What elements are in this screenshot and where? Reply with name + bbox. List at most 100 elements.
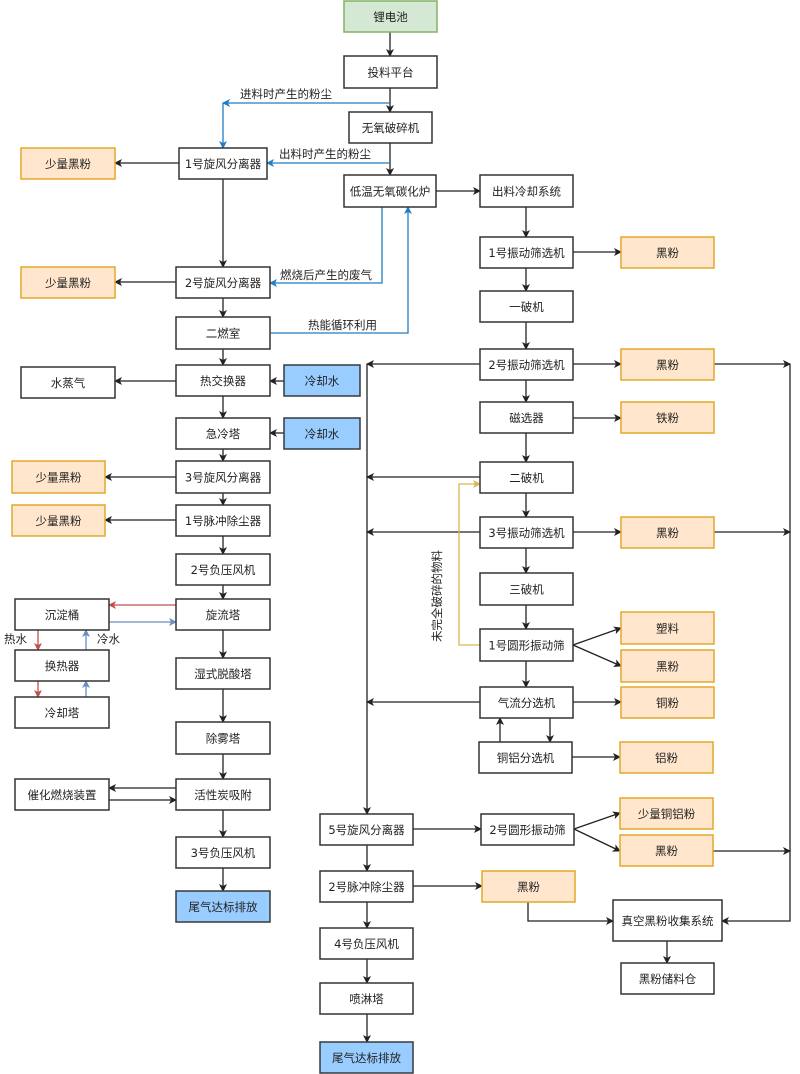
node-label: 冷却水 [305,374,340,388]
node-anaerobic-crusher: 无氧破碎机 [348,111,433,144]
node-box [620,686,715,719]
node-label: 急冷塔 [206,427,241,441]
node-label: 少量黑粉 [36,514,82,528]
node-box [175,890,271,923]
node-box [175,460,271,494]
node-label: 2号负压风机 [191,563,256,577]
node-box [175,721,271,755]
node-label: 3号振动筛选机 [488,526,565,540]
node-label: 2号圆形振动筛 [489,823,565,837]
node-iron-powder: 铁粉 [620,401,715,434]
connector-arrow [572,644,622,667]
node-label: 投料平台 [368,66,414,80]
node-catalytic-combustion: 催化燃烧装置 [14,778,110,811]
node-box [479,290,574,323]
node-box [612,899,723,942]
node-label: 黑粉储料仓 [639,972,697,986]
node-box [175,553,271,586]
node-box [620,962,715,995]
node-label: 塑料 [656,622,679,636]
node-cooling-water-2: 冷却水 [283,417,361,450]
node-box [20,147,116,180]
node-box [20,266,116,299]
node-label: 低温无氧碳化炉 [350,185,431,199]
node-label: 3号负压风机 [191,846,256,860]
node-box [479,174,574,208]
edge-label-combustion-gas: 燃烧后产生的废气 [280,268,372,282]
node-black-4: 黑粉 [620,649,715,683]
node-label: 活性炭吸附 [194,788,252,802]
node-discharge-cooling: 出料冷却系统 [479,174,574,208]
node-box [479,401,574,434]
node-label: 除雾塔 [206,732,241,746]
edge-label-uncrushed: 未完全破碎的物料 [430,550,444,642]
node-label: 5号旋风分离器 [328,823,405,837]
node-vib-screen-3: 3号振动筛选机 [479,516,574,549]
node-label: 二燃室 [206,327,241,341]
node-box [175,266,271,299]
node-label: 尾气达标排放 [189,900,258,914]
node-box [14,778,110,811]
node-box [175,778,271,811]
connector-arrow [269,207,383,287]
node-demister: 除雾塔 [175,721,271,755]
node-box [478,741,573,774]
node-label: 磁选器 [509,411,544,425]
node-box [619,741,714,774]
node-label: 水蒸气 [51,376,86,390]
node-heat-exchanger: 热交换器 [175,364,271,397]
node-box [178,147,268,180]
node-steam: 水蒸气 [20,366,116,399]
node-pulse-dust-1: 1号脉冲除尘器 [175,504,271,537]
node-feed-platform: 投料平台 [343,55,438,89]
node-cu-al-small: 少量铜铝粉 [619,797,714,830]
node-heat-exchanger-small: 换热器 [14,649,110,682]
node-black-5: 黑粉 [619,834,714,867]
node-box [481,870,576,903]
node-label: 黑粉 [656,358,679,372]
node-wet-deacid: 湿式脱酸塔 [175,657,271,690]
node-quench-tower: 急冷塔 [175,417,271,450]
node-box [319,927,414,960]
node-box [343,0,438,33]
node-settling-tank: 沉淀桶 [14,598,110,631]
connector-arrow [572,626,622,646]
node-black-silo: 黑粉储料仓 [620,962,715,995]
node-black-small-1: 少量黑粉 [20,147,116,180]
edge-label-heat-recycle: 热能循环利用 [308,318,377,332]
node-label: 黑粉 [656,246,679,260]
node-label: 4号负压风机 [334,937,399,951]
node-box [479,236,574,269]
node-box [175,657,271,690]
node-box [319,982,414,1015]
node-box [175,417,271,450]
node-label: 2号旋风分离器 [185,276,262,290]
node-box [479,628,574,662]
node-black-3: 黑粉 [620,516,715,549]
node-label: 2号脉冲除尘器 [328,880,405,894]
node-secondary-combustion: 二燃室 [175,316,271,350]
node-box [11,504,106,537]
node-activated-carbon: 活性炭吸附 [175,778,271,811]
node-crusher-1: 一破机 [479,290,574,323]
connector-arrow [270,206,412,334]
node-fan-3: 3号负压风机 [175,836,271,869]
node-label: 1号振动筛选机 [488,246,565,260]
node-battery: 锂电池 [343,0,438,33]
node-vib-screen-2: 2号振动筛选机 [479,348,574,381]
node-box [479,348,574,381]
node-crusher-3: 三破机 [479,572,574,606]
node-box [479,461,574,494]
node-box [14,696,110,729]
connector-arrow [527,902,614,925]
node-black-small-4: 少量黑粉 [11,504,106,537]
node-box [319,1041,414,1074]
nodes-layer: 锂电池投料平台无氧破碎机低温无氧碳化炉1号旋风分离器少量黑粉2号旋风分离器少量黑… [11,0,723,1074]
node-box [175,364,271,397]
node-label: 二破机 [509,471,544,485]
node-label: 黑粉 [517,880,540,894]
connector-arrow [721,364,791,925]
node-label: 锂电池 [373,10,408,24]
node-label: 旋流塔 [206,608,241,622]
